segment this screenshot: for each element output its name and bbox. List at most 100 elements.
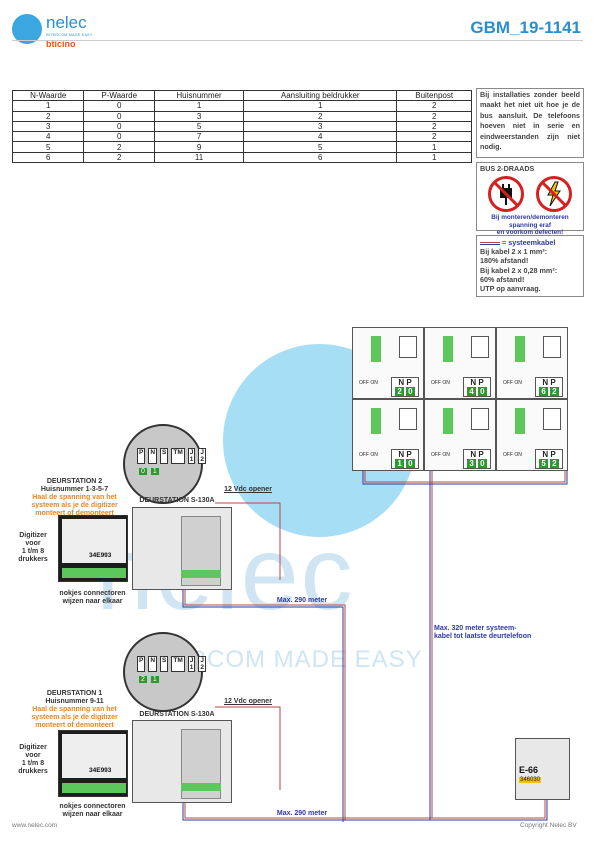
dip-label: P [137,656,146,672]
cable-line-4: 60% afstand! [480,274,525,284]
phone-handset-icon [543,408,561,430]
station1-model: DEURSTATION S-130A [139,711,215,718]
n-label: N [398,378,405,387]
terminal-strip [371,408,381,434]
header-divider [12,40,583,41]
terminal-strip [62,783,126,793]
dip-label: N [148,656,158,672]
max-290-lower: Max. 290 meter [276,810,328,817]
phone-handset-icon [471,408,489,430]
terminal-strip [181,783,221,791]
station1-houses: Huisnummer 9-11 [45,698,104,705]
offon-label: OFF ON [503,452,522,458]
p-value: 0 [406,387,415,396]
dip-value: 0 [139,468,147,475]
terminal-strip [443,408,453,434]
station1-nokjes: nokjes connectoren wijzen naar elkaar [55,803,130,819]
dip-label: J 1 [187,656,196,672]
dip-label: J 1 [187,448,196,464]
p-label: P [478,450,484,459]
p-value: 2 [550,387,559,396]
cable-legend: = systeemkabel [502,238,556,247]
address-table: N-Waarde P-Waarde Huisnummer Aansluiting… [11,89,472,164]
station2-houses: Huisnummer 1-3-5-7 [40,486,109,493]
install-note: Bij installaties zonder beeld maakt het … [476,88,584,158]
offon-label: OFF ON [503,380,522,386]
p-label: P [550,450,556,459]
table-cell: 1 [396,151,472,164]
phone-handset-icon [471,336,489,358]
station1-warn-3: monteert of demonteert [35,722,114,729]
n-value: 1 [395,459,404,468]
cable-swatch [480,241,500,245]
digitizer-code: 34E993 [89,767,112,774]
brand-tagline: INTERCOM MADE EASY [46,33,93,37]
p-value: 0 [478,387,487,396]
dip-label: S [160,656,169,672]
station1-heading: DEURSTATION 1 Huisnummer 9-11 Haal de sp… [12,690,137,730]
phone-handset-icon [399,336,417,358]
digitizer-station1: 34E993 [58,730,128,797]
bus-warning-box: BUS 2-DRAADS Bij monteren/demonteren spa… [476,162,584,236]
station1-warn-2: systeem als je de digitizer [31,714,118,721]
station2-nokjes: nokjes connectoren wijzen naar elkaar [55,590,130,606]
max-320-note: Max. 320 meter systeem- kabel tot laatst… [434,625,574,641]
psu-model: E-66 [519,765,539,775]
p-label: P [550,378,556,387]
station2-opener: 12 Vdc opener [224,486,272,493]
terminal-strip [515,408,525,434]
nokjes-line-2: wijzen naar elkaar [62,598,123,605]
max-320-line-1: Max. 320 meter systeem- [434,625,517,632]
drukkers-word: drukkers [18,556,48,563]
terminal-strip [371,336,381,362]
cable-line-3: Bij kabel 2 x 0,28 mm²: [480,265,558,275]
cable-line-1: Bij kabel 2 x 1 mm²: [480,247,548,257]
station2-model: DEURSTATION S-130A [139,497,215,504]
brand-name: nelec [46,13,87,32]
digitizer-word: Digitizer [19,532,47,539]
terminal-strip [443,336,453,362]
partner-logo: bticino [46,39,76,49]
n-value: 4 [467,387,476,396]
terminal-strip [515,336,525,362]
door-station-1 [132,720,232,803]
dip-label: J 2 [198,656,207,672]
dip-label: P [137,448,146,464]
n-label: N [542,378,549,387]
offon-label: OFF ON [359,380,378,386]
footer-website: www.nelec.com [12,822,58,829]
p-value: 2 [550,459,559,468]
cable-line-5: UTP op aanvraag. [480,284,541,294]
max-290-upper: Max. 290 meter [276,597,328,604]
terminal-strip [181,570,221,578]
offon-label: OFF ON [431,452,450,458]
cable-note: = systeemkabel Bij kabel 2 x 1 mm²: 180%… [476,235,584,297]
n-value: 6 [539,387,548,396]
station2-warn-2: systeem als je de digitizer [31,502,118,509]
range-word: 1 t/m 8 [21,760,45,767]
dip-label: S [160,448,169,464]
dip-value: 2 [139,676,147,683]
nokjes-line-1: nokjes connectoren [59,803,126,810]
dip-label: J 2 [198,448,207,464]
n-label: N [470,450,477,459]
p-value: 0 [478,459,487,468]
p-label: P [406,378,412,387]
drukkers-word: drukkers [18,768,48,775]
p-value: 0 [406,459,415,468]
door-station-2 [132,507,232,590]
